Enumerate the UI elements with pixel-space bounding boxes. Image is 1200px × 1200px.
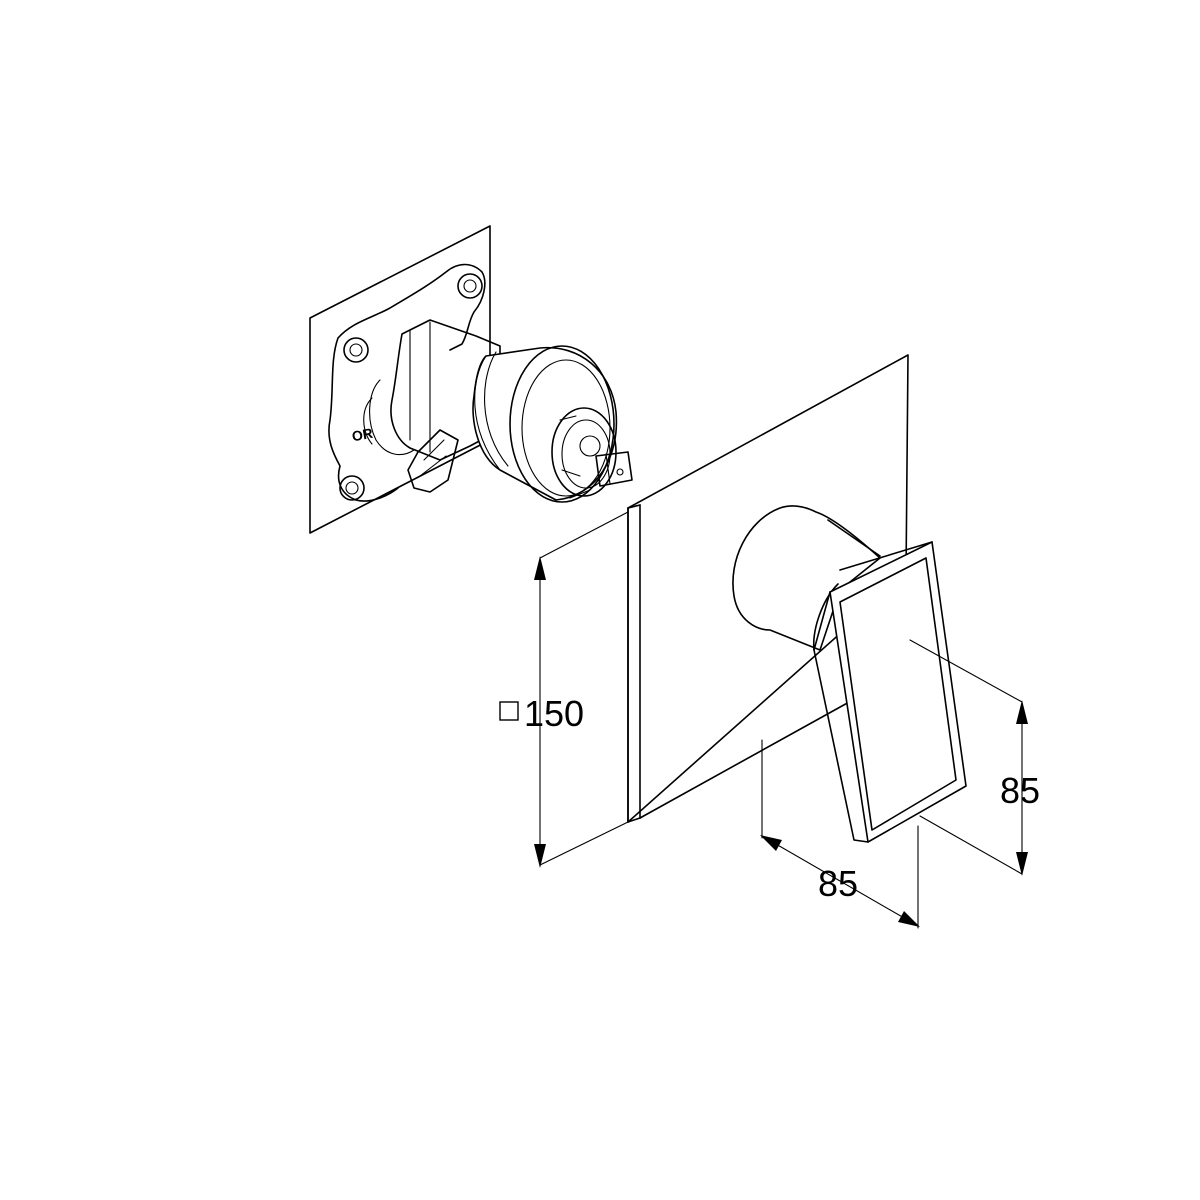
- spindle: [595, 451, 633, 487]
- dimension-cover-plate: 150: [499, 511, 629, 868]
- dimension-lever-depth: 85: [760, 739, 920, 929]
- cartridge-cylinder: [472, 346, 618, 501]
- cartridge-face: [551, 407, 617, 497]
- dimension-lever-height: 85: [909, 639, 1040, 876]
- mounting-bracket: [328, 263, 486, 502]
- screw-top-right-icon: [457, 273, 483, 299]
- square-symbol-icon: [499, 701, 519, 721]
- concealed-valve-body: OR: [309, 225, 633, 534]
- valve-marking: OR: [351, 425, 374, 444]
- outlet-fitting: [407, 429, 459, 493]
- lever-height-label: 85: [1000, 770, 1040, 811]
- lever-handle[interactable]: [732, 505, 967, 843]
- lever-blade: [829, 541, 967, 843]
- screw-bottom-left-icon: [339, 475, 365, 501]
- screw-left-icon: [343, 337, 369, 363]
- mounting-plate: [309, 225, 491, 534]
- cover-plate-size-label: 150: [524, 693, 584, 734]
- lever-depth-label: 85: [818, 863, 858, 904]
